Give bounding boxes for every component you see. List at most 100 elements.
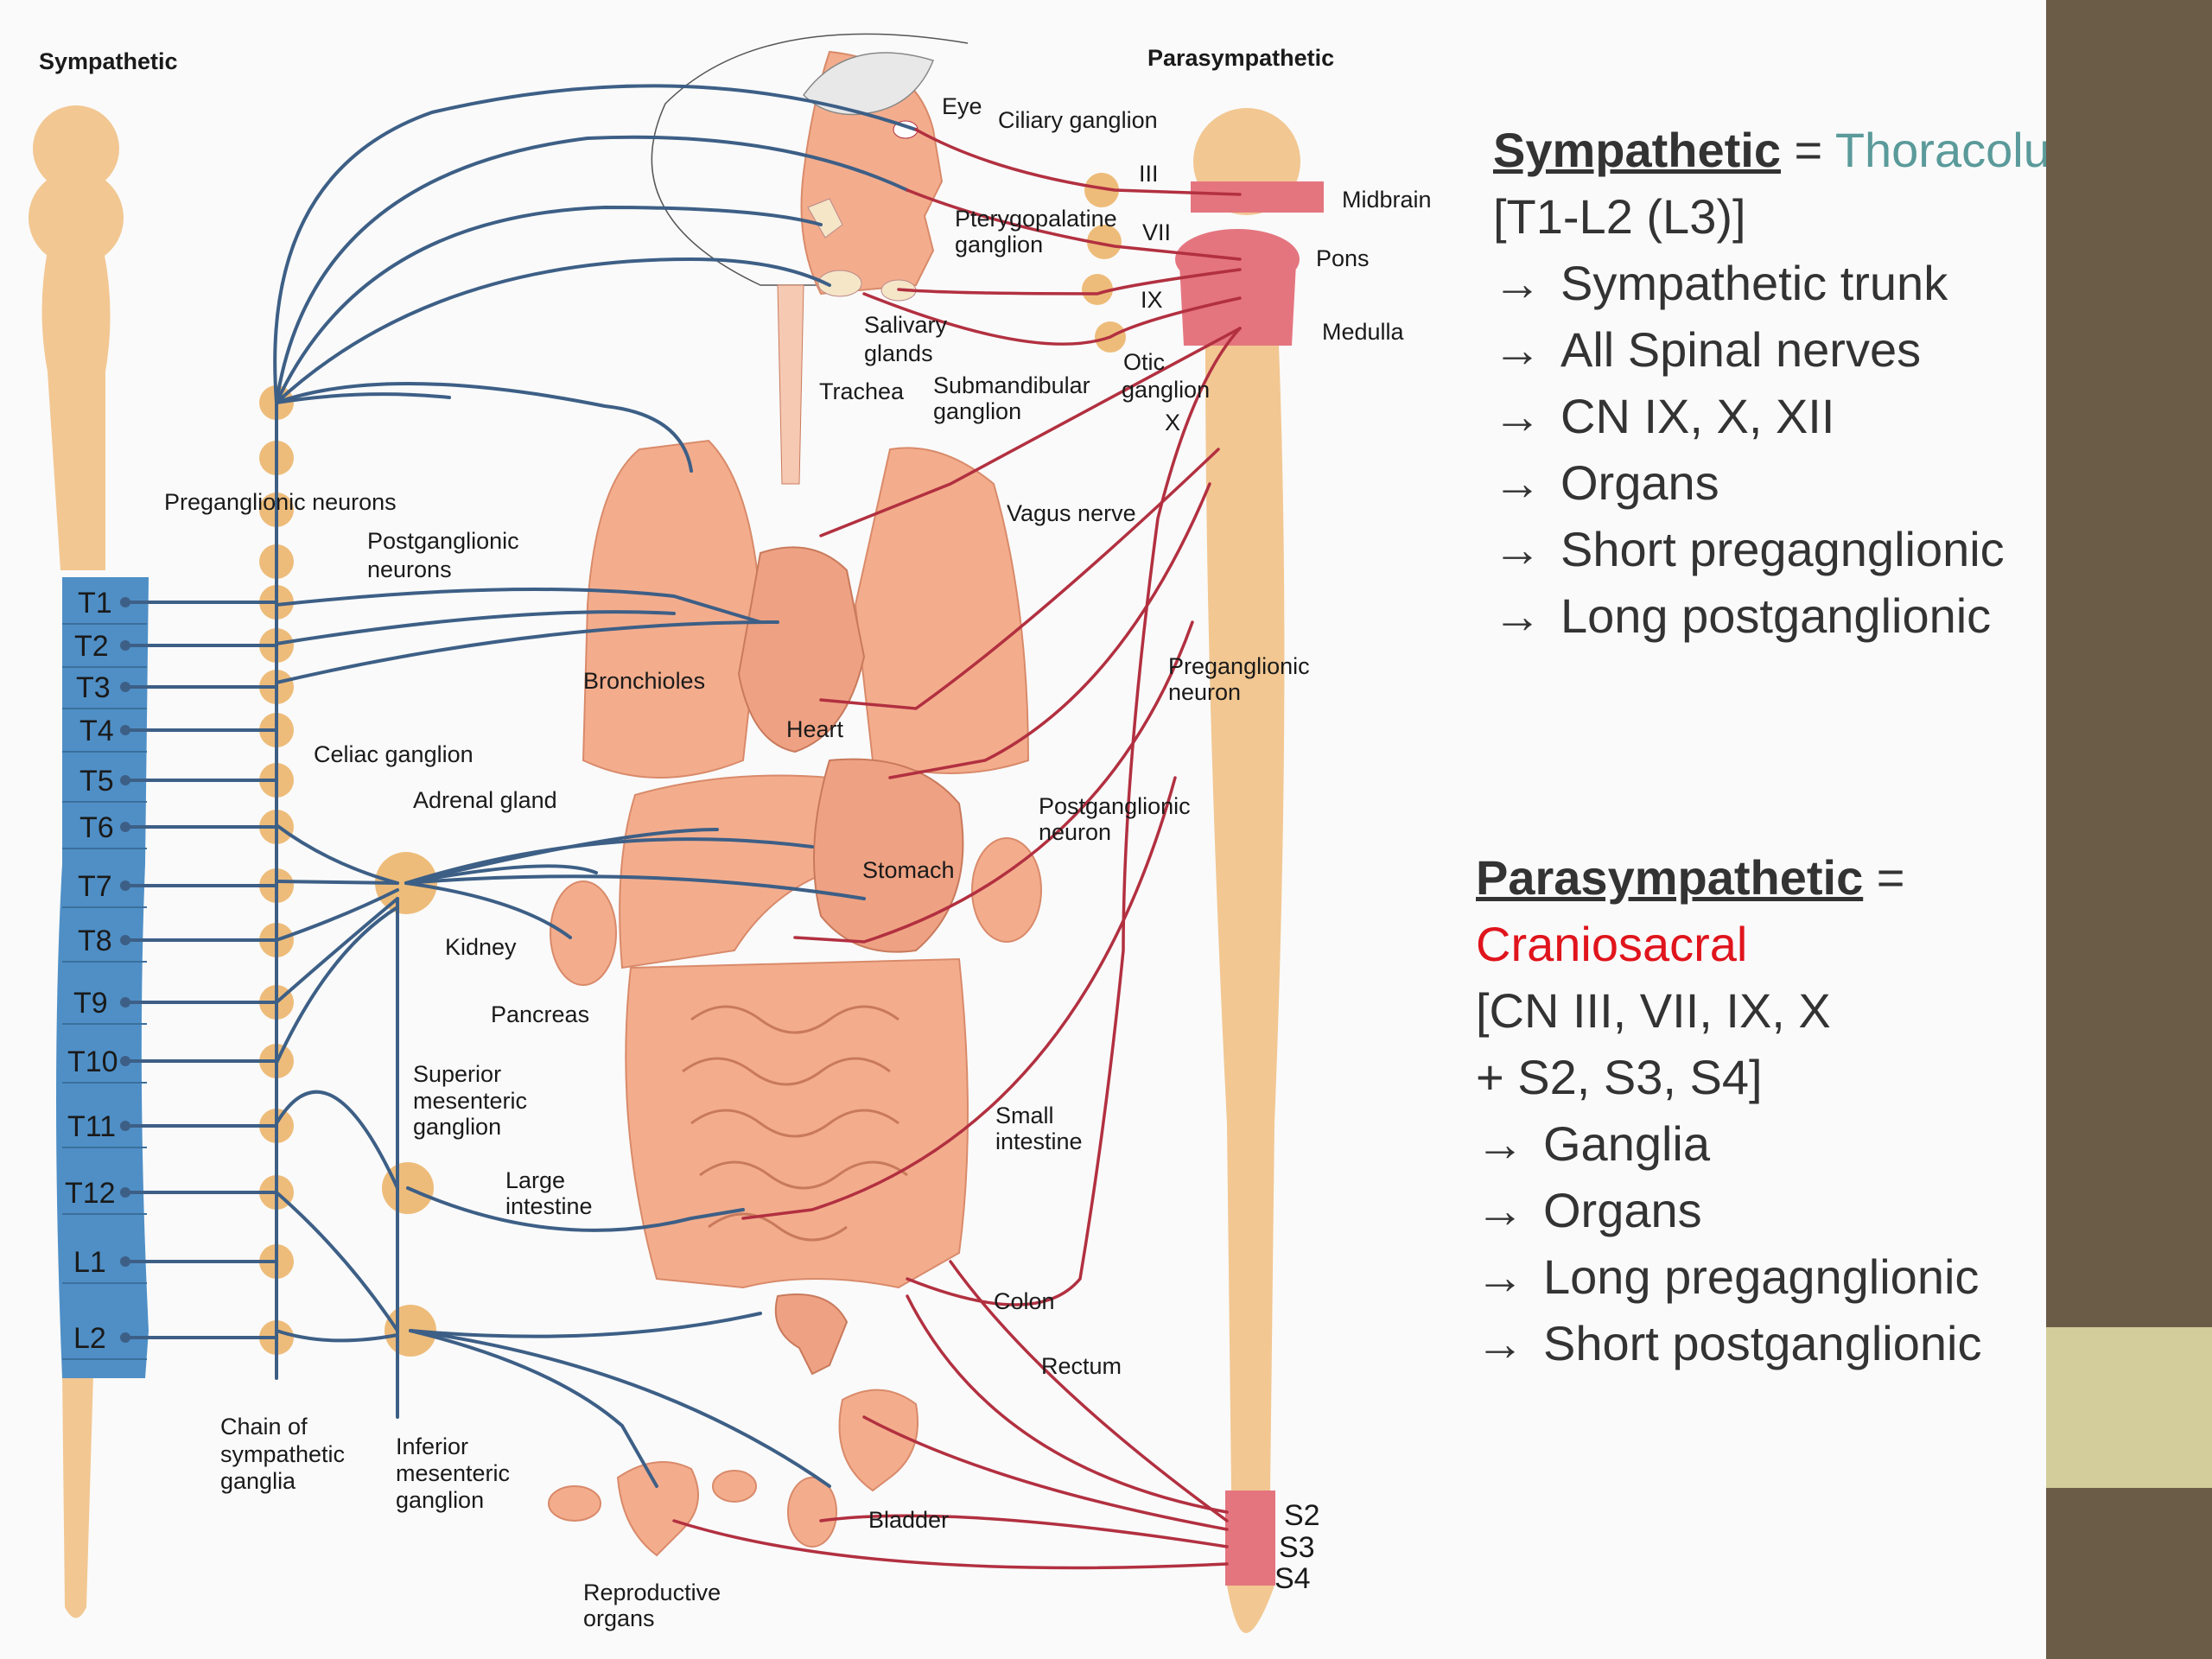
large-intestine-label-2: intestine: [505, 1193, 593, 1219]
reproductive-label-2: organs: [583, 1605, 655, 1631]
pons-label: Pons: [1316, 245, 1370, 271]
parasympathetic-heading-row: Parasympathetic =: [1476, 844, 1981, 911]
celiac-ganglion-label: Celiac ganglion: [314, 741, 474, 767]
sympathetic-point-text: All Spinal nerves: [1560, 322, 1922, 377]
sympathetic-point-text: Organs: [1560, 455, 1719, 510]
sympathetic-point-text: Long postganglionic: [1560, 588, 1992, 643]
inf-mes-label-1: Inferior: [396, 1433, 468, 1459]
left-lung: [582, 439, 762, 779]
kidney-left: [550, 880, 617, 986]
sympathetic-spinal-cord: [29, 105, 149, 1618]
rectum: [774, 1294, 849, 1376]
otic-label-2: ganglion: [1122, 377, 1210, 403]
medulla-label: Medulla: [1322, 319, 1405, 345]
parasympathetic-heading: Parasympathetic: [1476, 850, 1864, 905]
parasympathetic-notes: Parasympathetic = Craniosacral [CN III, …: [1476, 844, 1981, 1376]
gonad-right: [787, 1477, 837, 1548]
segment-label-l2: L2: [73, 1322, 106, 1355]
ciliary-ganglion-label: Ciliary ganglion: [998, 107, 1158, 133]
s4-label: S4: [1274, 1562, 1311, 1595]
sympathetic-points: → Sympathetic trunk → All Spinal nerves → CN …: [1493, 250, 2160, 649]
midbrain-label: Midbrain: [1342, 187, 1432, 213]
trachea-label: Trachea: [819, 378, 905, 404]
sympathetic-heading: Sympathetic: [1493, 123, 1781, 177]
segment-label-t5: T5: [79, 765, 114, 798]
reproductive-organs: [616, 1461, 699, 1557]
sup-mes-label-1: Superior: [413, 1061, 501, 1087]
s3-label: S3: [1279, 1531, 1315, 1564]
sympathetic-point: →Short pregagnglionic: [1493, 516, 2160, 582]
salivary-label-2: glands: [864, 340, 933, 366]
segment-label-t7: T7: [78, 870, 112, 903]
postganglionic-neuron-label-2: neuron: [1039, 819, 1111, 845]
spleen: [971, 837, 1042, 943]
parasympathetic-spinal-cord: [1175, 108, 1324, 1633]
sympathetic-levels: [T1-L2 (L3)]: [1493, 189, 1746, 244]
parasympathetic-levels-1: [CN III, VII, IX, X: [1476, 983, 1831, 1038]
preganglionic-neurons-label: Preganglionic neurons: [164, 489, 397, 515]
s2-label: S2: [1284, 1499, 1320, 1532]
trachea: [777, 284, 804, 485]
arrow-icon: →: [1493, 256, 1541, 310]
parasympathetic-point-text: Long pregagnglionic: [1543, 1249, 1980, 1304]
inf-mes-label-3: ganglion: [396, 1487, 484, 1513]
decorative-sidebar: [2046, 0, 2212, 1659]
sympathetic-title: Sympathetic: [39, 48, 178, 74]
sympathetic-point-text: Short pregagnglionic: [1560, 522, 2005, 576]
chain-label-2: sympathetic: [220, 1441, 345, 1467]
right-lung: [854, 447, 1030, 774]
postganglionic-neuron-label-1: Postganglionic: [1039, 793, 1191, 819]
reproductive-label-1: Reproductive: [583, 1580, 721, 1605]
segment-label-t6: T6: [79, 811, 114, 844]
sympathetic-notes: Sympathetic = Thoracolumbar [T1-L2 (L3)]…: [1493, 117, 2160, 649]
vagus-nerve-label: Vagus nerve: [1007, 500, 1136, 526]
heart-label: Heart: [786, 716, 844, 742]
parasympathetic-point-text: Short postganglionic: [1543, 1316, 1982, 1370]
pancreas-label: Pancreas: [491, 1001, 589, 1027]
parasympathetic-equals: =: [1863, 850, 1905, 905]
parasympathetic-point: →Short postganglionic: [1476, 1310, 1981, 1376]
sympathetic-equals: =: [1781, 123, 1835, 177]
postganglionic-neurons-label-2: neurons: [367, 556, 452, 582]
parasympathetic-title: Parasympathetic: [1147, 45, 1334, 71]
bronchioles-label: Bronchioles: [583, 668, 705, 694]
parasympathetic-points: → Ganglia →Organs → Long pregagnglionic →Shor…: [1476, 1110, 1981, 1376]
large-intestine-label-1: Large: [505, 1167, 565, 1193]
sup-mes-label-2: mesenteric: [413, 1088, 527, 1114]
segment-label-t4: T4: [79, 715, 114, 747]
organs: [548, 284, 1042, 1557]
parasympathetic-point-text: Organs: [1543, 1183, 1702, 1237]
preganglionic-neuron-label-2: neuron: [1168, 679, 1241, 705]
parasympathetic-levels-2: + S2, S3, S4]: [1476, 1050, 1763, 1104]
rectum-label: Rectum: [1041, 1353, 1122, 1379]
craniosacral-term: Craniosacral: [1476, 917, 1748, 971]
cn-iii-label: III: [1139, 161, 1159, 187]
arrow-icon: →: [1493, 588, 1541, 643]
sup-mes-label-3: ganglion: [413, 1114, 501, 1140]
submandibular-ganglion-node: [1082, 274, 1113, 305]
segment-label-t12: T12: [65, 1177, 116, 1210]
sympathetic-point-text: CN IX, X, XII: [1560, 389, 1835, 443]
arrow-icon: →: [1493, 455, 1541, 510]
sympathetic-point-text: Sympathetic trunk: [1560, 256, 1948, 310]
arrow-icon: →: [1476, 1116, 1524, 1171]
head-outline: [651, 33, 969, 302]
parasympathetic-point: →Organs: [1476, 1177, 1981, 1243]
pterygopalatine-label-1: Pterygopalatine: [955, 206, 1117, 232]
parasympathetic-point: → Long pregagnglionic: [1476, 1243, 1981, 1310]
stomach: [813, 758, 964, 953]
parasympathetic-point: → Ganglia: [1476, 1110, 1981, 1177]
sidebar-accent-band: [2046, 1327, 2212, 1488]
diagram-labels: Sympathetic Parasympathetic Eye Ciliary …: [39, 45, 1432, 1631]
parasympathetic-point-text: Ganglia: [1543, 1116, 1711, 1171]
inf-mes-label-2: mesenteric: [396, 1460, 510, 1486]
segment-label-t1: T1: [78, 587, 112, 620]
chain-label-3: ganglia: [220, 1468, 296, 1494]
sympathetic-point: → Sympathetic trunk: [1493, 250, 2160, 316]
arrow-icon: →: [1476, 1249, 1524, 1304]
pterygopalatine-ganglion-node: [1087, 225, 1122, 259]
sympathetic-nerves: [273, 84, 918, 1488]
segment-label-t8: T8: [78, 925, 112, 957]
otic-label-1: Otic: [1123, 349, 1165, 375]
